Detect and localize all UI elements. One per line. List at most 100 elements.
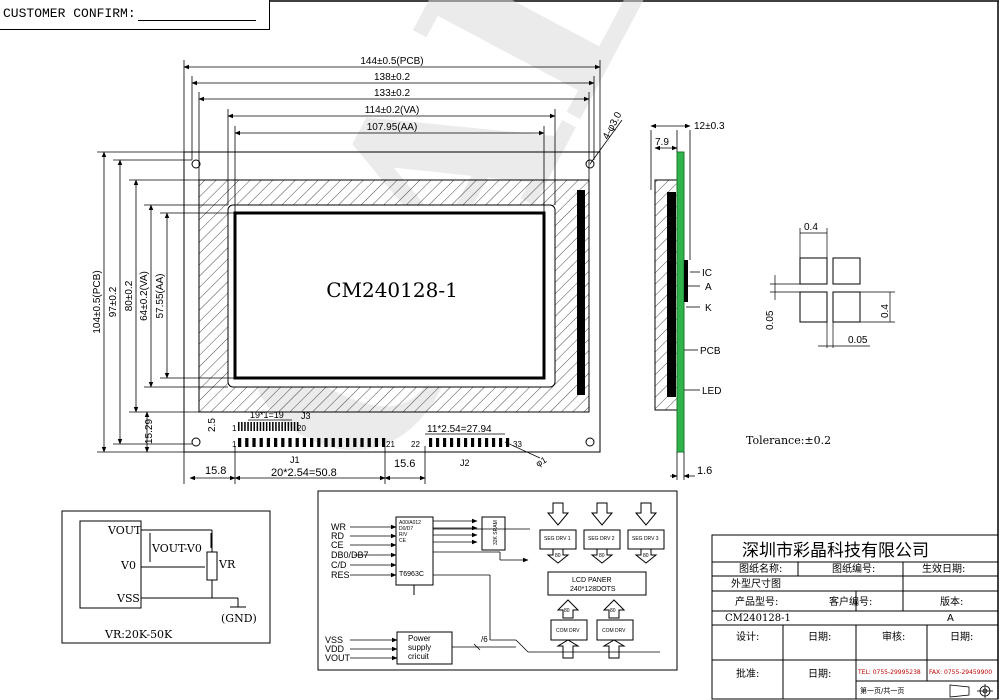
approve-label: 批准: [736,667,759,680]
vr-circuit: VOUT V0 VSS VOUT-V0 VR (GND) VR:20K-50K [61,510,271,644]
side-ic [684,260,688,302]
customer-confirm-line [137,8,256,21]
pixel-dim-bottom: 0.05 [848,335,868,346]
dim-outline-width: 138±0.2 [374,72,411,83]
j3-pin [247,422,249,431]
side-view: 12±0.3 7.9 1.6 IC A K PCB LED [650,121,725,480]
vr-vout-v0: VOUT-V0 [151,542,202,555]
j2-pin [450,438,454,447]
j3-pin [281,422,283,431]
j3-pins [238,422,299,431]
j2-pin-start: 22 [411,440,420,449]
tolerance-note: Tolerance:±0.2 [746,434,831,447]
j1-pin [274,438,278,447]
dim-2-5: 2.5 [207,418,218,432]
j3-pin-end: 20 [297,424,306,433]
j1-pin [245,438,249,447]
seg-pin-3: 80 [643,553,649,559]
j3-pin [269,422,271,431]
j1-pin [252,438,256,447]
dim-bezel-height: 80±0.2 [124,280,135,311]
tel: TEL: 0755-29995238 [857,669,921,676]
side-label-ic: IC [702,268,712,279]
j1-pin [238,438,242,447]
side-glass [667,192,676,397]
j2-pitch: 11*2.54=27.94 [427,424,492,435]
j3-pin [253,422,255,431]
dim-aa-width: 107.95(AA) [367,122,418,133]
projection-symbol [949,684,993,698]
j2-pin-end: 33 [513,440,522,449]
vr-note: VR:20K-50K [104,628,173,641]
com-drv-1: COM DRV [556,628,580,634]
dim-pcb-thick: 1.6 [697,465,712,477]
j2-pin [506,438,510,447]
input-res: RES [331,570,350,580]
seg-drv-2: SEG DRV 2 [588,536,615,542]
active-area [233,211,546,380]
power-out: /6 [481,635,488,644]
fax: FAX: 0755-29459900 [929,669,992,676]
j2-pin [464,438,468,447]
j3-pin [272,422,274,431]
drawing-name: 外型尺寸图 [731,577,781,590]
j3-pin [296,422,299,431]
j1-pins [238,438,386,447]
j2-pin [471,438,475,447]
j1-pin-end: 21 [386,440,395,449]
ram-label: 32K SRAM [493,520,499,545]
seg-pin-2: 80 [599,553,605,559]
bottom-dims [183,446,426,484]
j1-pin [310,438,314,447]
j2-pin [429,438,433,447]
j3-pin [256,422,259,431]
j2-pin [457,438,461,447]
version-label: 版本: [940,595,963,608]
power-label: Power supply cricuit [408,634,432,661]
dim-side-7-9: 7.9 [655,137,669,148]
seg-drivers [539,502,665,564]
input-ce: CE [331,540,344,550]
product-model-label: 产品型号: [735,595,778,608]
j1-pin [295,438,299,447]
horizontal-dims [183,60,601,213]
j3-pin [278,422,280,431]
date-label-2: 日期: [950,631,973,643]
j3-pin-start: 1 [232,424,237,433]
version-value: A [947,613,954,624]
j1-pin [382,438,386,447]
j1-pin [360,438,364,447]
pixel-dim-left: 0.05 [765,310,776,330]
page-info: 第一页/共一页 [860,686,904,695]
dim-pitch-bottom: 20*2.54=50.8 [271,467,337,479]
j3-pin [290,422,293,431]
side-label-k: K [705,303,712,314]
j1-pin [331,438,335,447]
j1-pin [374,438,379,447]
dim-15-8: 15.8 [205,465,226,477]
front-view: CM240128-1 144±0.5(PCB) 138±0.2 133±0.2 … [92,56,625,484]
drawing-no-label: 图纸编号: [832,562,875,575]
j3-pin [244,422,246,431]
customer-confirm-label: CUSTOMER CONFIRM: [3,6,136,21]
backlight-strip [577,190,585,395]
effective-date-label: 生效日期: [922,562,965,575]
vr-label: VR [218,558,236,571]
j1-pin [266,438,271,447]
company-name: 深圳市彩晶科技有限公司 [742,541,929,561]
pixel-dim-top: 0.4 [804,222,818,233]
vr-v0: V0 [120,559,136,572]
date-label-3: 日期: [808,668,831,680]
j2-pin [485,438,489,447]
product-model: CM240128-1 [725,613,791,624]
com-pin-1: 80 [564,608,570,614]
mount-hole-tl [191,159,201,169]
dim-15-6: 15.6 [394,458,415,470]
dim-15-29: 15.29 [144,419,155,444]
vr-vout: VOUT [107,524,142,537]
j2-pin [478,438,482,447]
design-label: 设计: [736,630,759,643]
j2-pin [436,438,440,447]
block-diagram: WR RD CE DB0/DB7 C/D RES A00/A012 D0/D7 … [317,490,678,671]
